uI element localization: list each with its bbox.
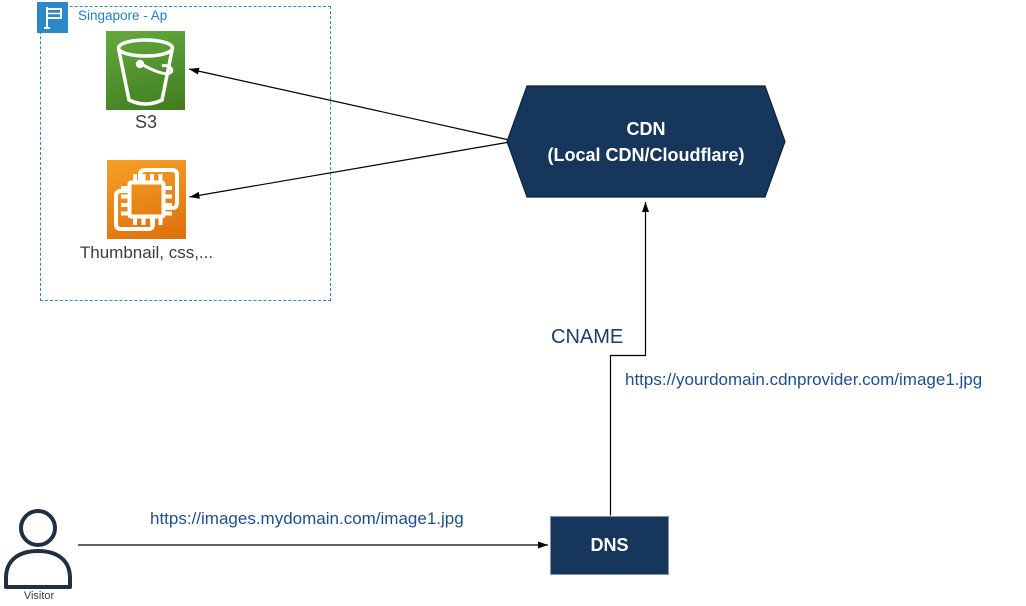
region-flag-badge xyxy=(37,2,68,33)
dns-node: DNS xyxy=(550,516,669,575)
person-icon xyxy=(4,509,72,589)
cdn-url-label: https://yourdomain.cdnprovider.com/image… xyxy=(625,370,983,389)
cdn-subtitle: (Local CDN/Cloudflare) xyxy=(547,144,745,165)
cdn-title: CDN xyxy=(626,118,666,139)
cname-edge-label: CNAME xyxy=(551,326,624,348)
s3-label: S3 xyxy=(134,112,158,132)
region-label: Singapore - Ap xyxy=(78,8,168,23)
visitor-node xyxy=(2,505,76,591)
arrow-dns-to-cdn xyxy=(609,202,649,516)
cdn-node-label: CDN (Local CDN/Cloudflare) xyxy=(507,86,785,197)
processor-chip-icon xyxy=(114,168,179,231)
assets-node xyxy=(107,160,186,239)
s3-bucket-icon xyxy=(116,38,175,106)
flag-icon xyxy=(44,7,62,29)
visitor-label: Visitor xyxy=(23,590,55,602)
dns-label: DNS xyxy=(590,535,629,555)
assets-label: Thumbnail, css,... xyxy=(79,243,214,262)
request-url-label: https://images.mydomain.com/image1.jpg xyxy=(150,509,464,528)
s3-node xyxy=(106,31,185,110)
